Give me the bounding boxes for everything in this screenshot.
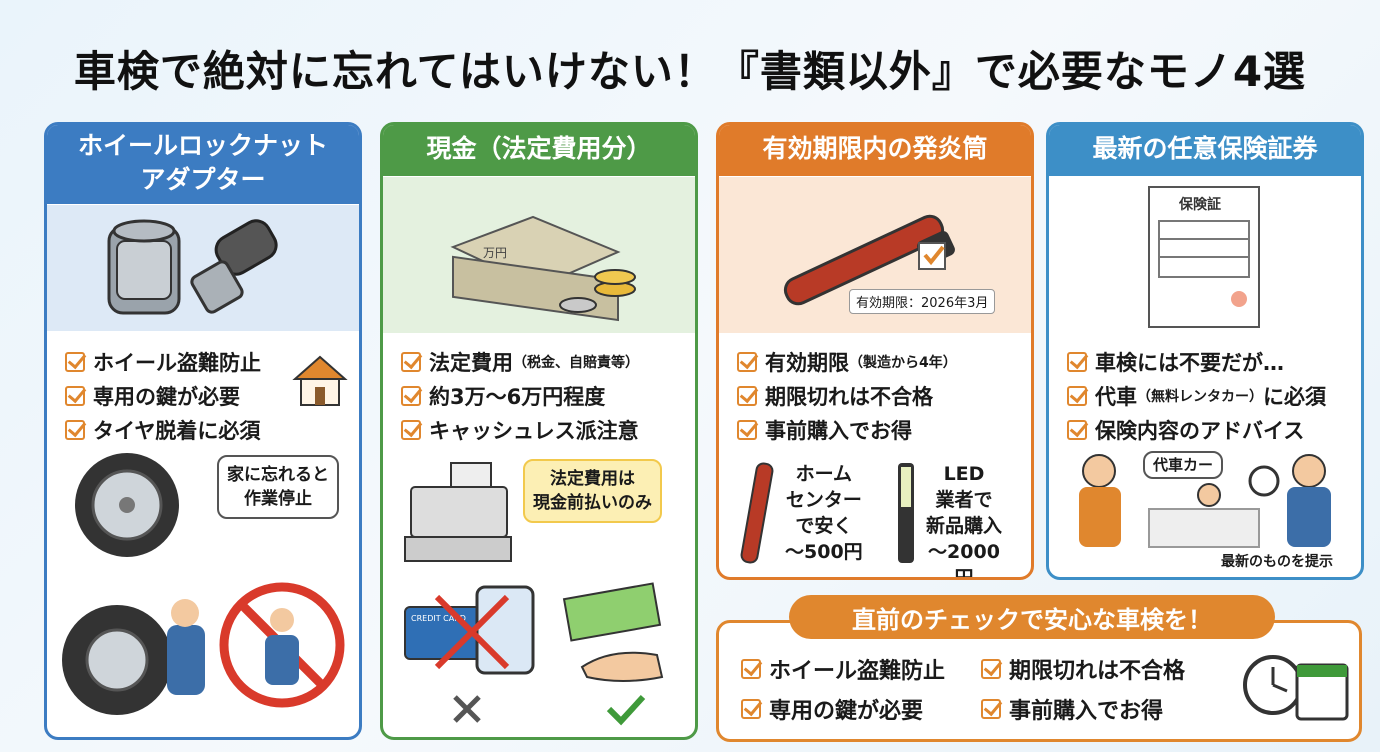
check-item: ホイール盗難防止	[65, 345, 349, 379]
check-list: ホイール盗難防止 専用の鍵が必要 タイヤ脱着に必須	[65, 345, 349, 447]
caption: 最新のものを提示	[1221, 554, 1333, 570]
card-insurance: 最新の任意保険証券 保険証 車検には不要だが… 代車（無料レンタカー）に必須 保…	[1046, 122, 1364, 580]
checkbox-icon	[737, 386, 757, 406]
summary-item: ホイール盗難防止	[741, 649, 981, 689]
check-item: 期限切れは不合格	[737, 379, 1021, 413]
checkbox-icon	[981, 699, 1001, 719]
check-item: 法定費用（税金、自賠責等）	[401, 345, 685, 379]
cheap-flare-icon	[740, 462, 774, 564]
card-header: 有効期限内の発炎筒	[719, 125, 1031, 176]
rental-car-bubble: 代車カー	[1143, 451, 1224, 479]
money-stack-icon: 万円	[450, 215, 636, 322]
checkbox-icon	[401, 386, 421, 406]
led-flare-icon	[898, 463, 914, 563]
card-flare: 有効期限内の発炎筒 有効期限：2026年3月 有効期限（製造から4年） 期限切れ…	[716, 122, 1034, 580]
check-list: 法定費用（税金、自賠責等） 約3万〜6万円程度 キャッシュレス派注意	[401, 345, 685, 447]
tire-and-mechanic-illustration	[62, 453, 345, 715]
insurance-illustration: 保険証	[1049, 177, 1361, 333]
check-item: タイヤ脱着に必須	[65, 413, 349, 447]
checkbox-icon	[737, 352, 757, 372]
card-header: 現金（法定費用分）	[383, 125, 695, 176]
check-item: 代車（無料レンタカー）に必須	[1067, 379, 1351, 413]
flare-icon	[783, 214, 955, 306]
summary-check-grid: ホイール盗難防止 期限切れは不合格 専用の鍵が必要 事前購入でお得	[741, 649, 1221, 729]
check-item: 専用の鍵が必要	[65, 379, 349, 413]
doc-title: 保険証	[1178, 196, 1221, 213]
credit-card-label: CREDIT CARD	[411, 614, 466, 623]
page-title: 車検で絶対に忘れてはいけない！『書類以外』で必要なモノ4選	[73, 47, 1307, 96]
flare-illustration: 有効期限：2026年3月	[719, 177, 1031, 333]
warning-bubble: 家に忘れると 作業停止	[217, 455, 339, 519]
clock-and-calendar-icon	[1243, 655, 1349, 721]
card-header: 最新の任意保険証券	[1049, 125, 1361, 176]
checkbox-icon	[741, 699, 761, 719]
checkbox-icon	[65, 386, 85, 406]
cash-only-bubble: 法定費用は 現金前払いのみ	[523, 459, 662, 523]
checkbox-icon	[1067, 352, 1087, 372]
lock-nut-illustration	[47, 205, 359, 331]
cash-illustration: 万円	[383, 177, 695, 333]
check-list: 車検には不要だが… 代車（無料レンタカー）に必須 保険内容のアドバイス	[1067, 345, 1351, 447]
card-cash: 現金（法定費用分） 万円 法定費用（税金、自賠責等） 約3万〜6万円程度 キャッ…	[380, 122, 698, 740]
checkbox-icon	[401, 352, 421, 372]
option-home-center: ホーム センター で安く 〜500円	[785, 463, 863, 563]
check-item: 事前購入でお得	[737, 413, 1021, 447]
cash-register-icon	[404, 462, 512, 562]
checkbox-icon	[65, 352, 85, 372]
summary-item: 専用の鍵が必要	[741, 689, 981, 729]
checkbox-icon	[737, 420, 757, 440]
summary-panel: 直前のチェックで安心な車検を！ ホイール盗難防止 期限切れは不合格 専用の鍵が必…	[716, 595, 1362, 742]
check-item: 約3万〜6万円程度	[401, 379, 685, 413]
card-header: ホイールロックナット アダプター	[47, 125, 359, 204]
checkbox-icon	[981, 659, 1001, 679]
check-list: 有効期限（製造から4年） 期限切れは不合格 事前購入でお得	[737, 345, 1021, 447]
house-icon	[292, 355, 348, 406]
summary-item: 期限切れは不合格	[981, 649, 1221, 689]
summary-item: 事前購入でお得	[981, 689, 1221, 729]
payment-comparison-illustration: CREDIT CARD	[404, 582, 664, 726]
lock-nut-and-key-icon	[107, 219, 278, 315]
card-wheel-lock-adapter: ホイールロックナット アダプター ホイール盗難防止 専用の鍵が必要 タイヤ脱着に…	[44, 122, 362, 740]
check-item: 保険内容のアドバイス	[1067, 413, 1351, 447]
checkbox-icon	[1067, 420, 1087, 440]
checkbox-icon	[1067, 386, 1087, 406]
check-item: 有効期限（製造から4年）	[737, 345, 1021, 379]
summary-header: 直前のチェックで安心な車検を！	[789, 595, 1275, 639]
checkbox-icon	[741, 659, 761, 679]
check-item: 車検には不要だが…	[1067, 345, 1351, 379]
consultation-illustration	[1079, 454, 1331, 548]
expiry-tag: 有効期限：2026年3月	[849, 289, 996, 314]
card-header-line2: アダプター	[140, 165, 266, 194]
check-item: キャッシュレス派注意	[401, 413, 685, 447]
insurance-document-icon: 保険証	[1148, 186, 1260, 328]
checkbox-icon	[65, 420, 85, 440]
option-led: LED 業者で 新品購入 〜2000円	[925, 463, 1002, 580]
note-label: 万円	[483, 246, 507, 260]
card-header-line1: ホイールロックナット	[77, 131, 328, 160]
checkbox-icon	[401, 420, 421, 440]
